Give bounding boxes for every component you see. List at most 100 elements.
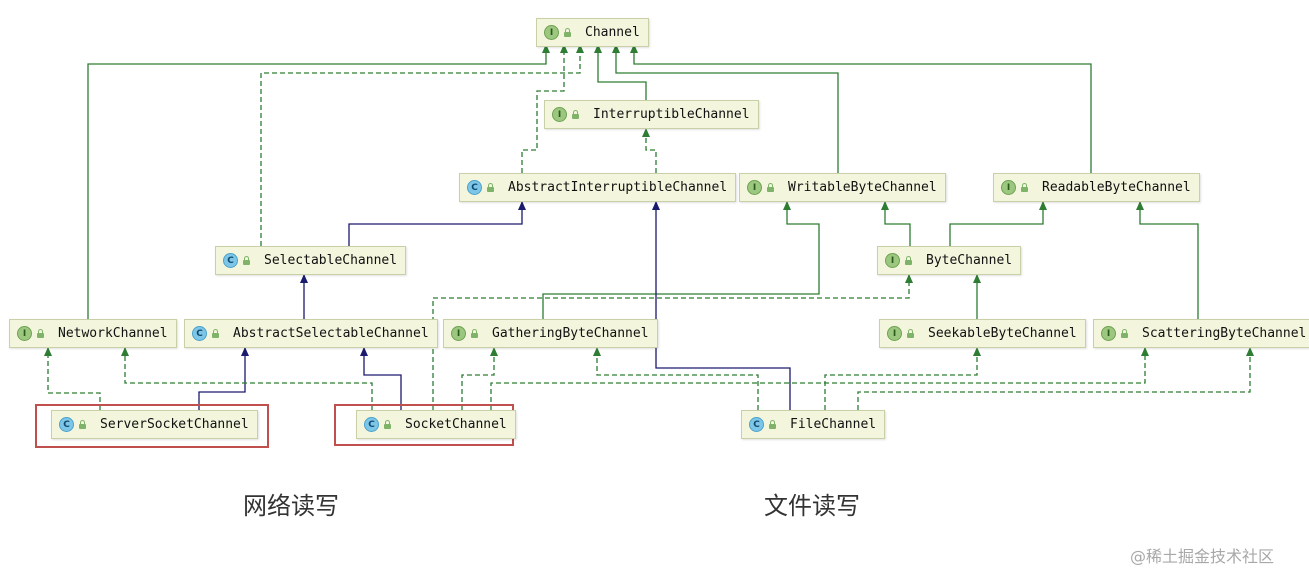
- arrowhead-selectable-to-abs_interruptible: [518, 201, 526, 210]
- arrowhead-file-to-gathering: [593, 347, 601, 356]
- arrowhead-bytechannel-to-writable: [881, 201, 889, 210]
- edge-socket-to-network: [124, 347, 373, 410]
- edge-socket-to-gathering: [461, 347, 495, 410]
- arrowhead-socket-to-abs_selectable: [360, 347, 368, 356]
- arrowhead-writable-to-channel: [612, 44, 620, 53]
- node-selectable-channel[interactable]: C SelectableChannel: [215, 246, 407, 275]
- watermark: @稀土掘金技术社区: [1130, 547, 1275, 566]
- class-icon: C: [223, 253, 238, 268]
- interface-icon: I: [887, 326, 902, 341]
- arrowhead-socket-to-scattering: [1141, 347, 1149, 356]
- interface-icon: I: [552, 107, 567, 122]
- edge-file-to-scattering: [857, 347, 1251, 410]
- interface-icon: I: [451, 326, 466, 341]
- node-label: AbstractInterruptibleChannel: [508, 180, 728, 195]
- interface-icon: I: [885, 253, 900, 268]
- public-lock-icon: [242, 256, 250, 265]
- class-icon: C: [192, 326, 207, 341]
- node-seekable-byte-channel[interactable]: I SeekableByteChannel: [879, 319, 1086, 348]
- arrowhead-scattering-to-readable: [1136, 201, 1144, 210]
- arrowhead-abs_interruptible-to-channel: [560, 44, 568, 53]
- edge-socket-to-bytechannel: [432, 274, 910, 410]
- interface-icon: I: [1001, 180, 1016, 195]
- public-lock-icon: [211, 329, 219, 338]
- public-lock-icon: [383, 420, 391, 429]
- public-lock-icon: [571, 110, 579, 119]
- edge-socket-to-scattering: [490, 347, 1146, 410]
- arrowhead-readable-to-channel: [630, 44, 638, 53]
- public-lock-icon: [1020, 183, 1028, 192]
- node-file-channel[interactable]: C FileChannel: [741, 410, 886, 439]
- interface-icon: I: [17, 326, 32, 341]
- public-lock-icon: [768, 420, 776, 429]
- arrowhead-socket-to-gathering: [490, 347, 498, 356]
- edge-readable-to-channel: [633, 44, 1092, 173]
- node-byte-channel[interactable]: I ByteChannel: [877, 246, 1022, 275]
- arrowhead-server_socket-to-network: [44, 347, 52, 356]
- node-label: ScatteringByteChannel: [1142, 326, 1307, 341]
- node-label: AbstractSelectableChannel: [233, 326, 429, 341]
- highlight-box-server-socket: [35, 404, 269, 448]
- node-label: ServerSocketChannel: [100, 417, 249, 432]
- edge-server_socket-to-abs_selectable: [198, 347, 246, 410]
- class-icon: C: [467, 180, 482, 195]
- node-interruptible-channel[interactable]: I InterruptibleChannel: [544, 100, 759, 129]
- class-icon: C: [749, 417, 764, 432]
- edge-interruptible-to-channel: [597, 44, 647, 100]
- node-label: GatheringByteChannel: [492, 326, 649, 341]
- public-lock-icon: [486, 183, 494, 192]
- arrowhead-file-to-seekable: [973, 347, 981, 356]
- interface-icon: I: [544, 25, 559, 40]
- public-lock-icon: [906, 329, 914, 338]
- edge-writable-to-channel: [615, 44, 839, 173]
- node-readable-byte-channel[interactable]: I ReadableByteChannel: [993, 173, 1200, 202]
- node-abstract-interruptible-channel[interactable]: C AbstractInterruptibleChannel: [459, 173, 737, 202]
- edge-bytechannel-to-writable: [884, 201, 911, 246]
- caption-network-io: 网络读写: [243, 492, 339, 520]
- node-writable-byte-channel[interactable]: I WritableByteChannel: [739, 173, 946, 202]
- edge-network-to-channel: [87, 44, 547, 319]
- interface-icon: I: [1101, 326, 1116, 341]
- public-lock-icon: [36, 329, 44, 338]
- arrowhead-bytechannel-to-readable: [1039, 201, 1047, 210]
- arrowhead-seekable-to-bytechannel: [973, 274, 981, 283]
- public-lock-icon: [563, 28, 571, 37]
- edge-server_socket-to-network: [47, 347, 101, 410]
- interface-icon: I: [747, 180, 762, 195]
- arrowhead-interruptible-to-channel: [594, 44, 602, 53]
- node-scattering-byte-channel[interactable]: I ScatteringByteChannel: [1093, 319, 1309, 348]
- node-network-channel[interactable]: I NetworkChannel: [9, 319, 177, 348]
- arrowhead-network-to-channel: [542, 44, 550, 53]
- node-abstract-selectable-channel[interactable]: C AbstractSelectableChannel: [184, 319, 438, 348]
- class-icon: C: [364, 417, 379, 432]
- edge-selectable-to-abs_interruptible: [348, 201, 523, 246]
- node-gathering-byte-channel[interactable]: I GatheringByteChannel: [443, 319, 658, 348]
- node-label: SocketChannel: [405, 417, 507, 432]
- edge-file-to-seekable: [824, 347, 978, 410]
- edge-gathering-to-writable: [542, 201, 820, 319]
- node-label: FileChannel: [790, 417, 877, 432]
- node-label: InterruptibleChannel: [593, 107, 750, 122]
- node-label: WritableByteChannel: [788, 180, 937, 195]
- arrowhead-file-to-abs_interruptible: [652, 201, 660, 210]
- public-lock-icon: [470, 329, 478, 338]
- arrowhead-selectable-to-channel: [576, 44, 584, 53]
- arrowhead-abs_selectable-to-selectable: [300, 274, 308, 283]
- node-label: ReadableByteChannel: [1042, 180, 1191, 195]
- node-label: SelectableChannel: [264, 253, 398, 268]
- public-lock-icon: [766, 183, 774, 192]
- arrowhead-socket-to-bytechannel: [905, 274, 913, 283]
- node-label: NetworkChannel: [58, 326, 168, 341]
- edge-abs_interruptible-to-interruptible: [645, 128, 657, 173]
- arrowhead-socket-to-network: [121, 347, 129, 356]
- edge-file-to-gathering: [596, 347, 759, 410]
- class-icon: C: [59, 417, 74, 432]
- node-server-socket-channel[interactable]: C ServerSocketChannel: [51, 410, 258, 439]
- node-socket-channel[interactable]: C SocketChannel: [356, 410, 516, 439]
- arrowhead-server_socket-to-abs_selectable: [241, 347, 249, 356]
- public-lock-icon: [78, 420, 86, 429]
- node-channel[interactable]: I Channel: [536, 18, 649, 47]
- node-label: Channel: [585, 25, 640, 40]
